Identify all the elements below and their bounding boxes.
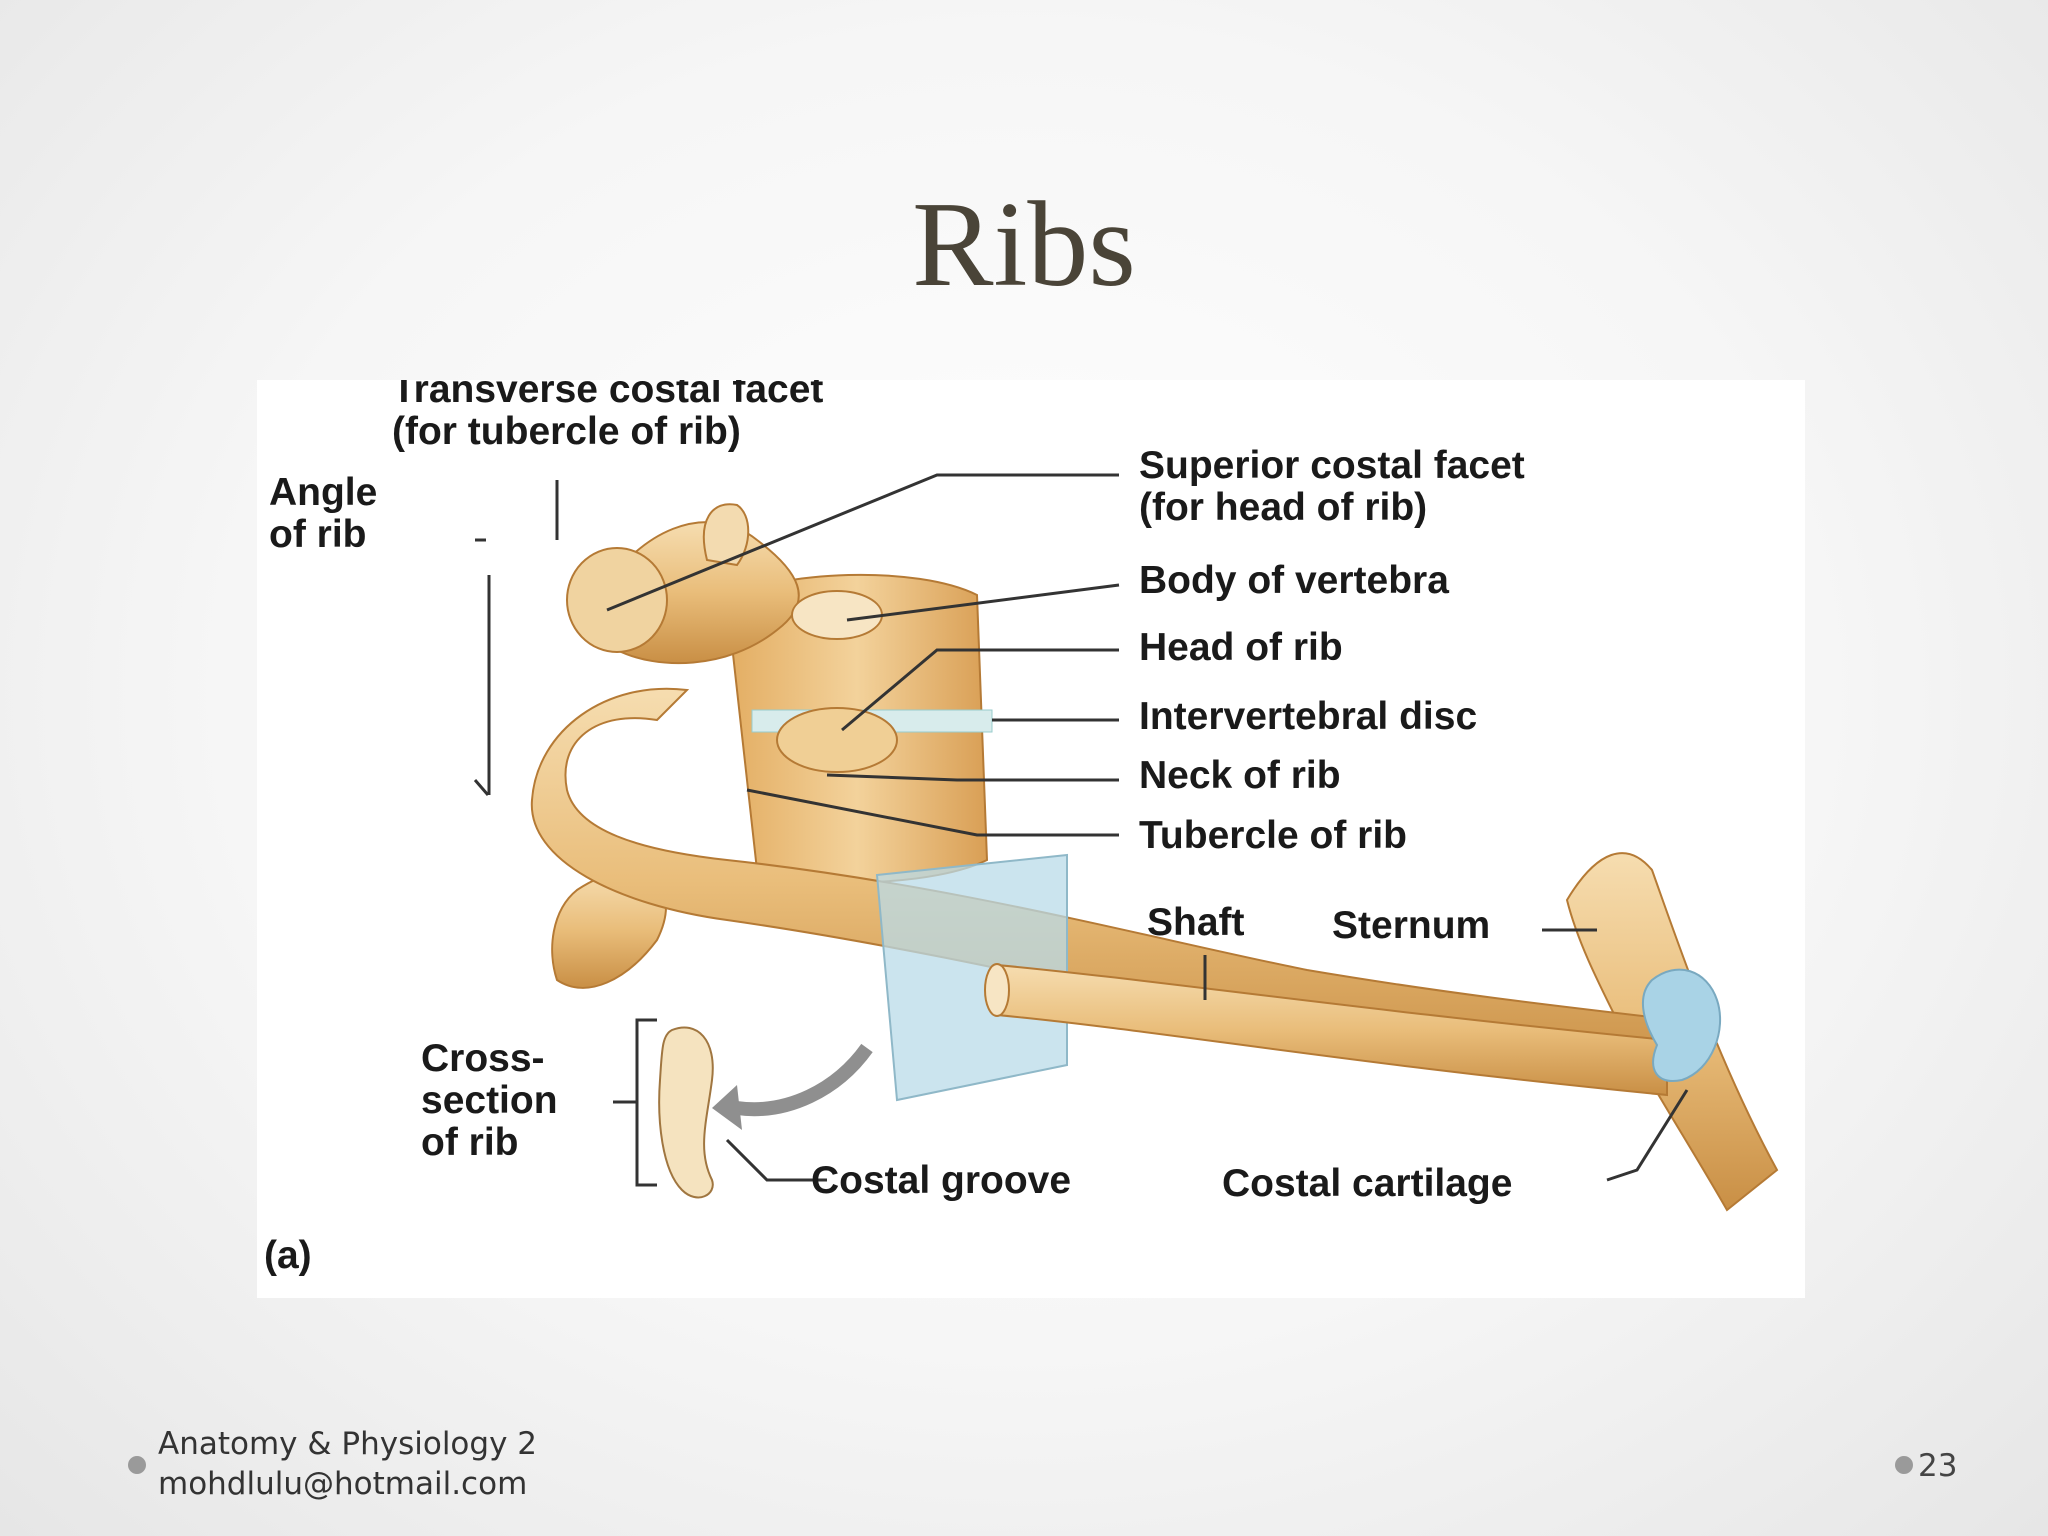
label-cross-section: Cross- section of rib [421, 1037, 558, 1164]
transverse-process [566, 547, 668, 653]
footer: Anatomy & Physiology 2 mohdlulu@hotmail.… [158, 1424, 537, 1504]
label-panel-a: (a) [264, 1234, 312, 1277]
cross-section-bracket [635, 1018, 657, 1187]
label-costal-groove: Costal groove [811, 1159, 1072, 1202]
label-superior-facet: Superior costal facet (for head of rib) [1139, 444, 1525, 529]
shaft-cut-end [984, 963, 1010, 1017]
rib-head [776, 707, 898, 773]
label-head-of-rib: Head of rib [1139, 626, 1343, 669]
footer-email: mohdlulu@hotmail.com [158, 1466, 528, 1502]
label-shaft: Shaft [1147, 901, 1245, 944]
label-costal-cartilage: Costal cartilage [1222, 1162, 1513, 1205]
rib-illustration [473, 473, 1779, 1212]
label-intervertebral-disc: Intervertebral disc [1139, 695, 1478, 738]
rib-shaft [996, 963, 1668, 1097]
label-sternum: Sternum [1332, 904, 1491, 947]
label-angle-of-rib: Angle of rib [269, 471, 378, 556]
section-arrowhead [712, 1085, 742, 1130]
rib-diagram: Transverse costal facet (for tubercle of… [257, 380, 1805, 1298]
section-arrow [736, 1043, 873, 1117]
slide-title: Ribs [912, 177, 1136, 312]
label-neck-of-rib: Neck of rib [1139, 754, 1341, 797]
label-body-of-vertebra: Body of vertebra [1139, 559, 1449, 602]
footer-bullet-icon [128, 1456, 146, 1474]
superior-facet [791, 590, 883, 640]
superior-articular-process [702, 503, 750, 567]
footer-course: Anatomy & Physiology 2 [158, 1426, 537, 1462]
section-plane [875, 853, 1068, 1102]
leader-lines [473, 473, 1689, 1182]
cross-section-shape [658, 1026, 714, 1199]
page-number: 23 [1918, 1448, 1958, 1484]
label-tubercle-of-rib: Tubercle of rib [1139, 814, 1407, 857]
page-number-bullet-icon [1895, 1456, 1913, 1474]
costal-cartilage [1641, 968, 1722, 1082]
label-transverse-facet: Transverse costal facet (for tubercle of… [392, 380, 824, 453]
